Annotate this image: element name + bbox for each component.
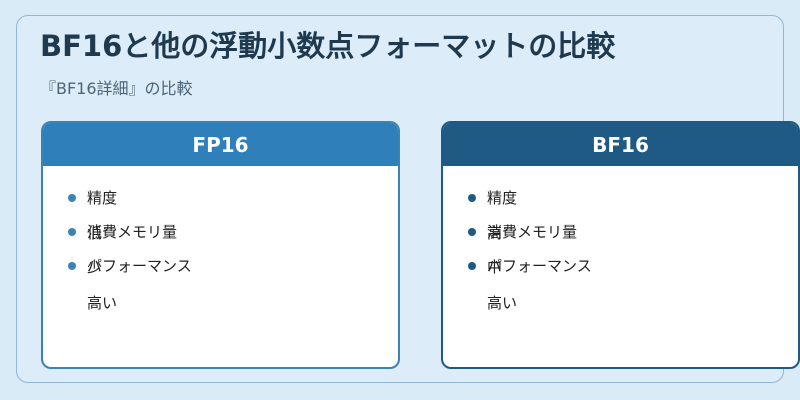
list-item: 消費メモリ量 — [65, 221, 192, 255]
page-title: BF16と他の浮動小数点フォーマットの比較 — [40, 29, 616, 63]
fp16-performance-value: 高い — [87, 294, 118, 312]
fp16-attribute-list: 精度 消費メモリ量 パフォーマンス — [65, 187, 192, 289]
fp16-card: FP16 精度 消費メモリ量 パフォーマンス 低 少 高い — [41, 121, 400, 369]
list-item: 消費メモリ量 — [465, 221, 592, 255]
bf16-performance-value: 高い — [487, 294, 518, 312]
bf16-card-header: BF16 — [443, 123, 798, 166]
page-subtitle: 『BF16詳細』の比較 — [40, 79, 193, 98]
bf16-attribute-list: 精度 消費メモリ量 パフォーマンス — [465, 187, 592, 289]
bf16-card: BF16 精度 消費メモリ量 パフォーマンス 高 中 高い — [441, 121, 800, 369]
list-item: パフォーマンス — [65, 255, 192, 289]
list-item: 精度 — [65, 187, 192, 221]
fp16-card-header: FP16 — [43, 123, 398, 166]
bf16-precision-value: 高 — [487, 224, 503, 242]
list-item: パフォーマンス — [465, 255, 592, 289]
bf16-memory-value: 中 — [487, 258, 503, 276]
fp16-precision-value: 低 — [87, 224, 103, 242]
fp16-memory-value: 少 — [87, 258, 103, 276]
list-item: 精度 — [465, 187, 592, 221]
